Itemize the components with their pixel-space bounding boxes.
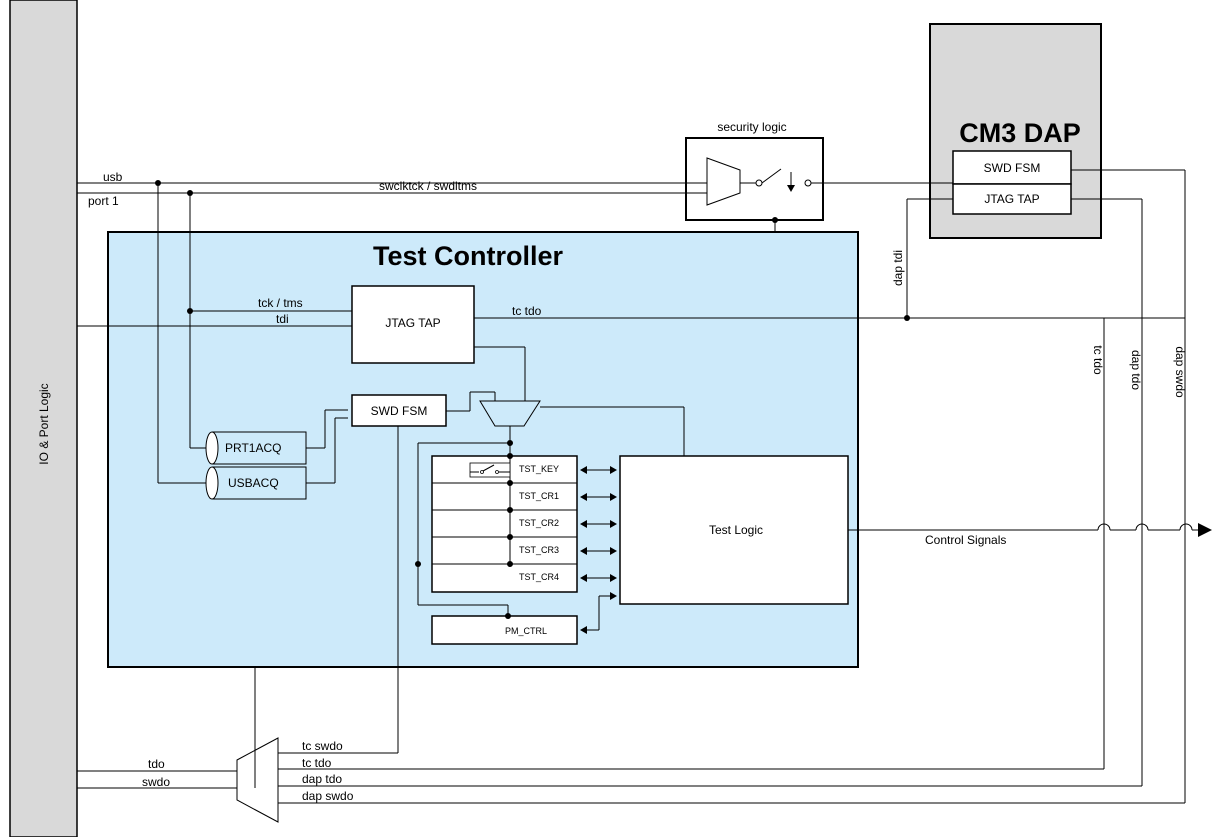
security-logic-label: security logic bbox=[717, 120, 786, 134]
dap-swdo-vertical-label: dap swdo bbox=[1173, 346, 1187, 398]
top-wires: usb port 1 swclktck / swditms tck / tms … bbox=[77, 170, 953, 484]
dap-jtag-tap-label: JTAG TAP bbox=[984, 192, 1039, 206]
output-mux: tdo swdo tc swdo tc tdo dap tdo dap swdo bbox=[77, 667, 1185, 823]
register-stack: TST_KEY TST_CR1 TST_CR2 TST_CR3 TST_CR4 bbox=[431, 443, 578, 593]
tc-swd-fsm: SWD FSM bbox=[296, 391, 496, 754]
tc-tdo-input-label: tc tdo bbox=[302, 756, 332, 770]
prt1acq-label: PRT1ACQ bbox=[225, 441, 281, 455]
tck-tms-label: tck / tms bbox=[258, 296, 303, 310]
pm-ctrl-label: PM_CTRL bbox=[505, 626, 547, 636]
dap-tdo-input-label: dap tdo bbox=[302, 772, 342, 786]
tc-mux bbox=[415, 400, 685, 616]
cm3-dap-title: CM3 DAP bbox=[959, 118, 1081, 148]
dap-tdi-label: dap tdi bbox=[891, 250, 905, 286]
tc-tdo-vertical-label: tc tdo bbox=[1091, 345, 1105, 375]
pm-ctrl-block: PM_CTRL bbox=[431, 613, 578, 645]
register-arrows bbox=[580, 466, 617, 634]
test-controller-title: Test Controller bbox=[373, 241, 564, 271]
reg-label-4: TST_CR4 bbox=[519, 572, 559, 582]
io-port-logic-label: IO & Port Logic bbox=[37, 383, 51, 464]
swclk-signal-label: swclktck / swditms bbox=[379, 179, 477, 193]
cm3-dap-block: CM3 DAP SWD FSM JTAG TAP bbox=[929, 23, 1102, 239]
reg-label-1: TST_CR1 bbox=[519, 491, 559, 501]
control-signals-label: Control Signals bbox=[925, 533, 1006, 547]
dap-swdo-input-label: dap swdo bbox=[302, 789, 354, 803]
security-logic-block: security logic bbox=[685, 120, 824, 232]
tc-swd-fsm-label: SWD FSM bbox=[371, 404, 428, 418]
test-logic-block: Test Logic bbox=[619, 455, 849, 605]
tc-tdo-top-label: tc tdo bbox=[512, 304, 542, 318]
return-wires: tc tdo dap tdo dap swdo bbox=[1071, 169, 1187, 803]
tc-swdo-input-label: tc swdo bbox=[302, 739, 343, 753]
port1-signal-label: port 1 bbox=[88, 194, 119, 208]
swdo-output-label: swdo bbox=[142, 775, 170, 789]
control-signals: Control Signals bbox=[848, 523, 1212, 547]
tdo-output-label: tdo bbox=[148, 757, 165, 771]
reg-label-0: TST_KEY bbox=[519, 464, 559, 474]
usbacq-label: USBACQ bbox=[228, 476, 279, 490]
acq-blocks: PRT1ACQ USBACQ bbox=[205, 409, 348, 500]
tc-jtag-tap: JTAG TAP tc tdo bbox=[351, 285, 1185, 401]
io-port-logic-panel: IO & Port Logic bbox=[9, 0, 78, 837]
dap-swd-fsm-label: SWD FSM bbox=[984, 161, 1041, 175]
reg-label-3: TST_CR3 bbox=[519, 545, 559, 555]
usb-signal-label: usb bbox=[103, 170, 123, 184]
test-logic-label: Test Logic bbox=[709, 523, 763, 537]
tdi-label: tdi bbox=[276, 312, 289, 326]
tc-jtag-tap-label: JTAG TAP bbox=[385, 316, 440, 330]
dap-tdi-wire: dap tdi bbox=[891, 198, 953, 318]
dap-tdo-vertical-label: dap tdo bbox=[1129, 350, 1143, 390]
reg-label-2: TST_CR2 bbox=[519, 518, 559, 528]
